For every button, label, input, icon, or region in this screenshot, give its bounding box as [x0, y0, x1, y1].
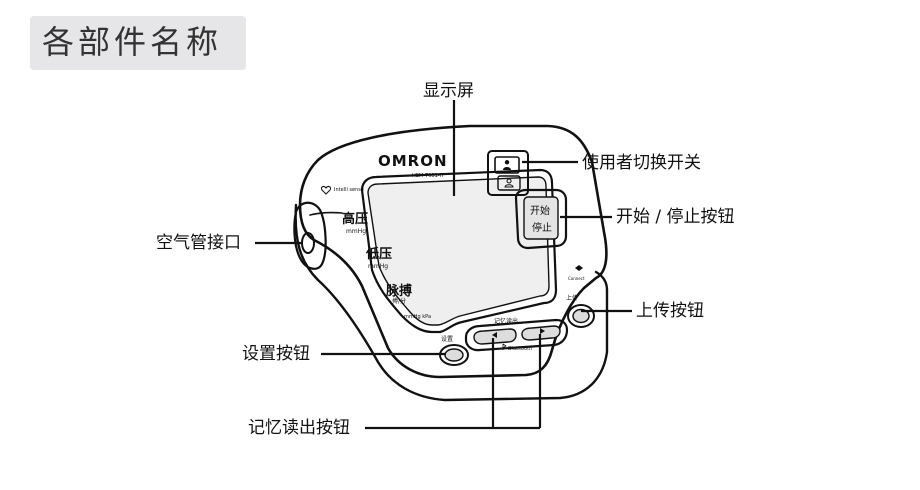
settings-button-text: 设置 [441, 335, 453, 343]
page-title: 各部件名称 [42, 23, 223, 61]
user-1-icon [503, 160, 511, 170]
model-label: HEM-7081-IT [412, 173, 445, 179]
bluetooth-icon [502, 343, 507, 350]
heart-icon [321, 186, 331, 195]
mmhg-kpa-label: mmHg kPa [404, 314, 431, 320]
user-switch-housing [487, 150, 529, 196]
low-unit-label: mmHg [368, 263, 388, 270]
device-base-outline [294, 203, 609, 402]
high-pressure-label: 高压 [342, 211, 368, 227]
memory-leader-line [365, 334, 542, 430]
display-screen-frame [360, 168, 558, 334]
user-switch-bottom [497, 175, 521, 191]
left-arrow-icon [492, 332, 497, 338]
user-switch-callout: 使用者切换开关 [582, 153, 701, 173]
start-stop-callout: 开始 / 停止按钮 [616, 207, 735, 227]
memory-button-text: 记忆读出 [494, 317, 518, 325]
bluetooth-label: Bluetooth [508, 346, 532, 352]
pulse-label: 脉搏 [385, 283, 412, 299]
user-switch-top [494, 156, 520, 174]
start-stop-housing [514, 188, 568, 250]
high-unit-label: mmHg [346, 228, 366, 235]
air-port-callout: 空气管接口 [156, 233, 241, 253]
user-2-icon [504, 178, 514, 188]
display-screen-glass [367, 176, 550, 326]
connect-icon [575, 265, 583, 271]
upload-callout: 上传按钮 [636, 301, 704, 321]
connect-label: Connect [568, 276, 585, 281]
brand-logo: OMRON [378, 152, 448, 170]
air-tube-port-body [293, 201, 327, 270]
device-body-outline [298, 124, 608, 379]
settings-button-inner [444, 348, 464, 362]
settings-callout: 设置按钮 [242, 344, 310, 364]
display-callout: 显示屏 [423, 81, 474, 101]
pulse-unit-label: 搏/分 [392, 297, 406, 305]
intelli-sense-label: Intelli sense [334, 187, 364, 193]
start-button-text: 开始 [530, 204, 550, 217]
upload-button-outer [567, 304, 595, 328]
start-stop-face [523, 196, 559, 240]
memory-button-housing [464, 318, 569, 352]
stop-button-text: 停止 [532, 221, 552, 234]
memory-callout: 记忆读出按钮 [248, 418, 350, 438]
title-background [30, 16, 246, 70]
upload-button-inner [572, 308, 590, 324]
low-pressure-label: 低压 [365, 246, 392, 262]
right-arrow-icon [540, 328, 545, 334]
upload-button-text: 上传 [566, 294, 578, 302]
air-tube-groove [309, 211, 343, 216]
